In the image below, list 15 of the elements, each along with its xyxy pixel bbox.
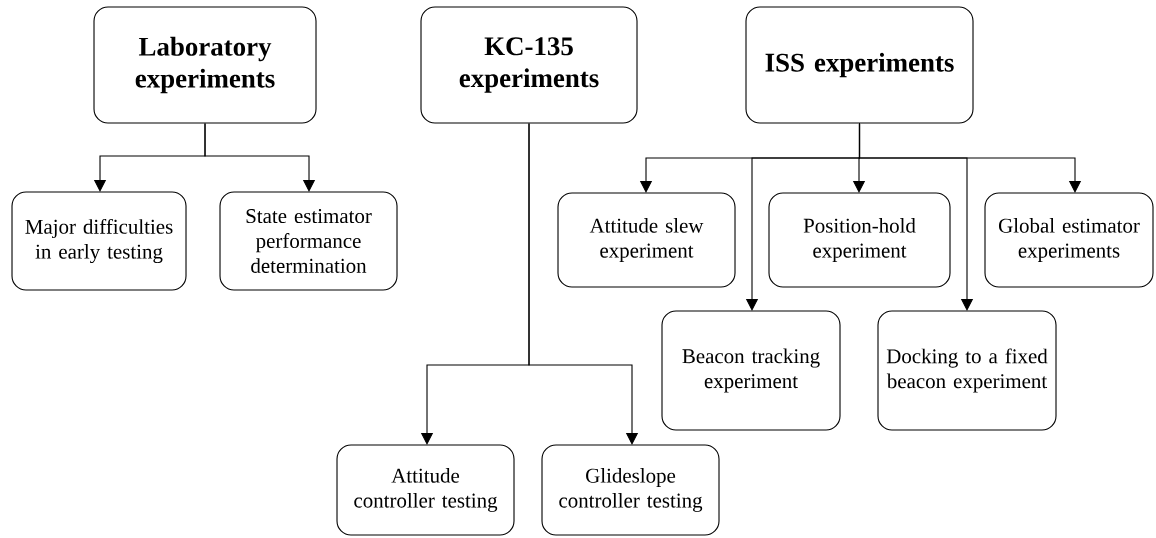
task-box: Beacon tracking experiment [661,310,841,431]
task-box: Position-hold experiment [768,192,951,288]
category-box: Laboratory experiments [93,6,317,124]
arrow [528,123,639,445]
task-box: Attitude slew experiment [557,192,736,288]
task-box: Major difficulties in early testing [11,191,187,291]
task-box: Glideslope controller testing [541,444,720,536]
category-box: KC-135 experiments [420,6,638,124]
task-box: Attitude controller testing [336,444,515,536]
task-box: Global estimator experiments [984,192,1154,288]
category-box: ISS experiments [745,6,974,124]
task-box: State estimator performance determination [219,191,398,291]
arrow [858,123,1082,193]
task-box: Docking to a fixed beacon experiment [877,310,1057,431]
arrow [204,123,316,192]
